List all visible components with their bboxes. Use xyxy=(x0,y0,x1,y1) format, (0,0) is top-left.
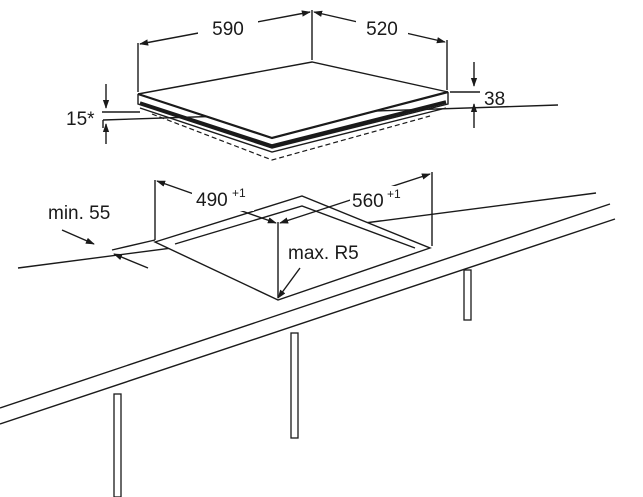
hob-side-lower xyxy=(137,92,449,149)
wall-clearance-arrow-top xyxy=(61,229,95,245)
hob-width-label: 590 xyxy=(212,19,244,40)
dimension-edge-15: 15* xyxy=(66,84,140,144)
cutout-width-label: 560 xyxy=(352,191,384,212)
wall-clearance-callout: min. 55 xyxy=(48,203,156,269)
worktop-front-edge-bottom xyxy=(0,218,616,425)
hob-glass-edge xyxy=(137,90,449,140)
dimension-depth-490: 490 +1 xyxy=(156,180,277,224)
wall-clearance-arrow-bottom xyxy=(113,253,149,269)
cabinet-leg-middle xyxy=(290,332,299,439)
cabinet-leg-right xyxy=(463,269,472,321)
hob-frame-bottom xyxy=(139,107,447,153)
corner-radius-callout: max. R5 xyxy=(277,238,380,299)
cutout-depth-tolerance: +1 xyxy=(232,186,246,200)
hob xyxy=(137,61,449,161)
dimension-width-590: 590 xyxy=(137,10,313,92)
cutout-depth-label: 490 xyxy=(196,190,228,211)
hob-depth-label: 520 xyxy=(366,19,398,40)
cutout-width-tolerance: +1 xyxy=(387,187,401,201)
worktop-front-edge-top xyxy=(0,203,611,409)
dimension-height-38: 38 xyxy=(450,62,505,128)
wall-clearance-extension xyxy=(111,239,156,251)
wall-clearance-label: min. 55 xyxy=(48,203,110,224)
hob-height-label: 38 xyxy=(484,89,505,110)
corner-radius-label: max. R5 xyxy=(288,243,359,264)
hob-underside-dashed xyxy=(151,113,431,161)
cabinet-legs xyxy=(113,269,472,497)
cabinet-leg-left xyxy=(113,393,122,497)
hob-edge-label: 15* xyxy=(66,109,95,130)
dimension-width-560: 560 +1 xyxy=(279,173,431,224)
radius-leader-line xyxy=(277,267,301,299)
dimension-depth-520: 520 xyxy=(313,10,448,90)
